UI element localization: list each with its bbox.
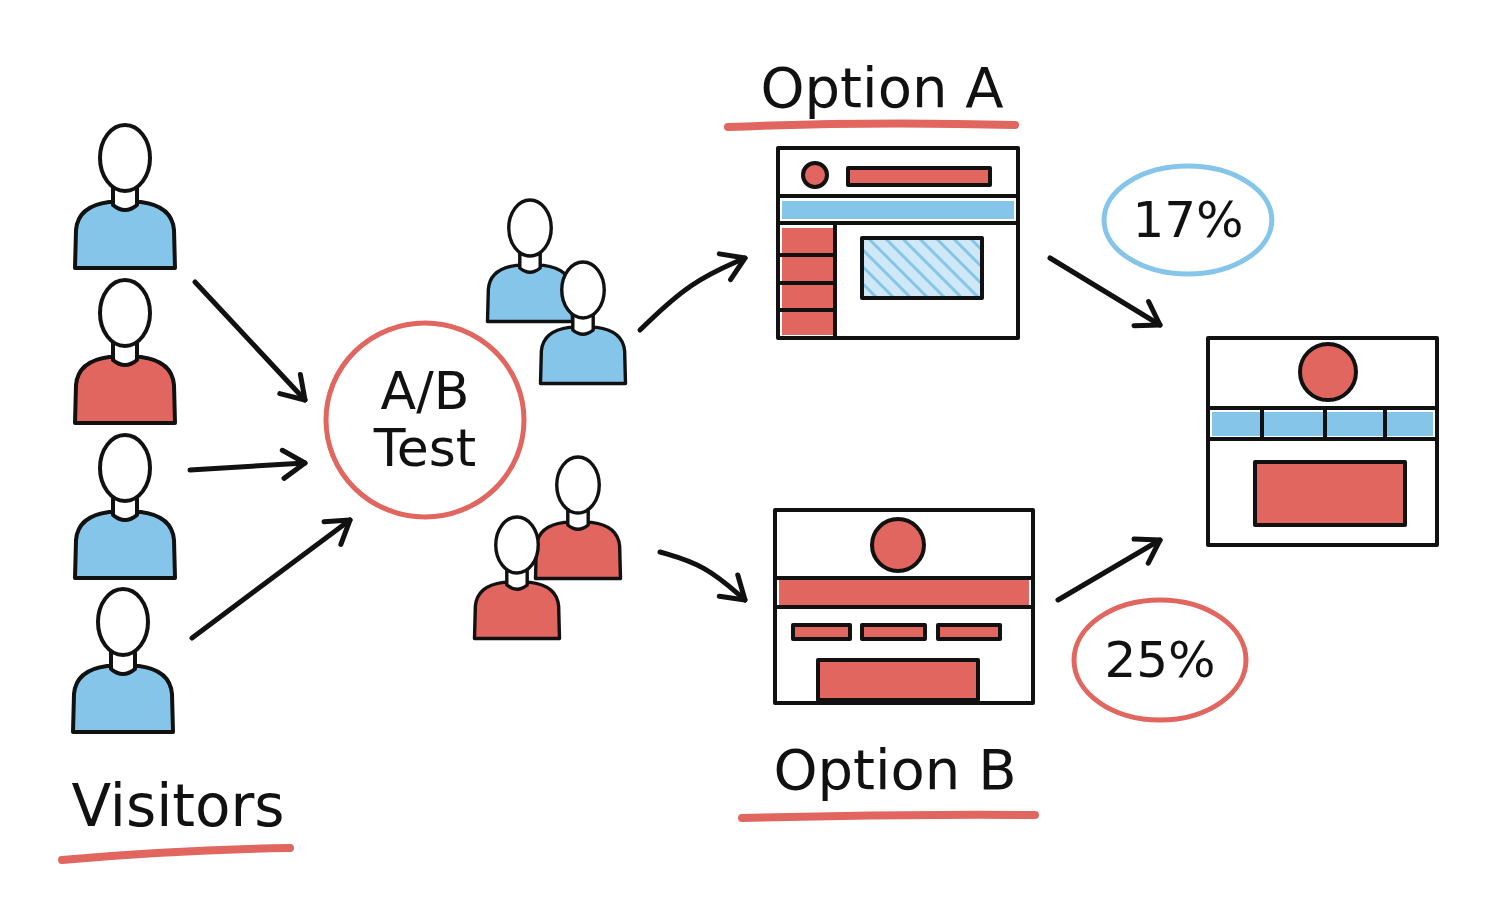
heading-underline <box>728 123 1015 127</box>
visitor-icon <box>75 125 175 268</box>
arrow-head <box>282 450 305 478</box>
circle-outline <box>1074 600 1246 720</box>
arrow-head <box>280 374 305 400</box>
circle-outline <box>326 323 524 517</box>
arrow-head <box>1134 539 1160 563</box>
option-heading: Option A <box>754 53 1009 123</box>
node-text: 17% <box>1132 193 1243 248</box>
arrow-head <box>719 575 745 600</box>
flow-arrow <box>190 463 305 470</box>
group-label: Visitors <box>71 772 284 840</box>
test-circle: A/B Test <box>323 320 527 520</box>
flow-arrow <box>660 552 745 600</box>
option-heading: Option B <box>767 735 1022 805</box>
page-wireframe-b <box>775 510 1033 703</box>
heading-text: Option B <box>773 739 1016 801</box>
rate-circle: 17% <box>1101 163 1275 277</box>
rate-circle: 25% <box>1071 597 1249 723</box>
flow-arrow <box>640 258 745 330</box>
page-wireframe-a <box>778 148 1018 338</box>
visitor-icon <box>488 200 573 322</box>
flow-arrow <box>192 520 350 638</box>
visitor-icon <box>536 457 621 579</box>
result-page-wireframe <box>1208 338 1437 545</box>
arrow-head <box>719 254 745 280</box>
heading-text: Option A <box>760 57 1003 119</box>
label-underline <box>62 848 290 860</box>
flow-arrow <box>195 282 305 400</box>
visitor-icon <box>541 262 626 384</box>
flow-arrow <box>1058 540 1160 600</box>
visitor-icon <box>73 589 173 732</box>
circle-outline <box>1104 166 1272 274</box>
heading-underline <box>742 815 1035 818</box>
flow-arrows <box>190 254 1160 638</box>
visitor-icon <box>75 435 175 578</box>
visitor-icon <box>475 517 560 639</box>
arrow-head <box>324 520 350 544</box>
node-text: 25% <box>1104 633 1215 688</box>
visitor-icon <box>75 280 175 423</box>
node-text: A/B Test <box>374 363 476 477</box>
arrow-head <box>1134 302 1160 326</box>
